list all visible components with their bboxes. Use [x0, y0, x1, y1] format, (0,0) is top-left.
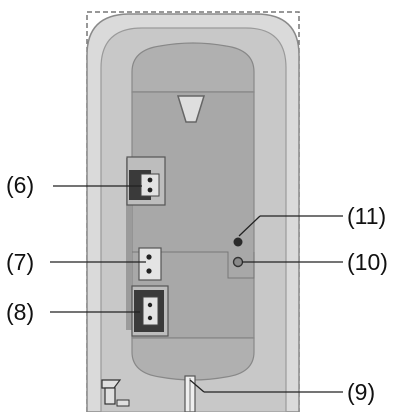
connector-7-pin [146, 254, 152, 260]
connector-7-pin [146, 268, 152, 274]
connector-8-socket [142, 296, 159, 326]
connector-6-pin [147, 177, 153, 183]
connector-7 [138, 247, 162, 281]
control-plate [132, 251, 255, 279]
leader-line-9 [189, 379, 205, 393]
connector-8-pin [147, 302, 153, 308]
callout-6: (6) [6, 172, 34, 198]
callout-9: (9) [347, 379, 375, 405]
leader-lines [50, 185, 343, 393]
callout-8: (8) [6, 299, 34, 325]
bracket-icon [101, 379, 130, 407]
callout-7: (7) [6, 249, 34, 275]
funnel-icon [176, 95, 206, 123]
indicator-10 [232, 256, 244, 268]
bracket-foot [104, 387, 116, 405]
callout-10: (10) [347, 249, 388, 275]
tank [131, 42, 255, 381]
connector-8-pin [147, 315, 153, 321]
connector-6-pin [147, 187, 153, 193]
connector-6-socket [140, 173, 160, 197]
connector-7-body [138, 247, 162, 281]
connector-6 [126, 156, 166, 206]
indicator-11 [233, 237, 243, 247]
bracket-tab [116, 399, 130, 407]
tank-bottom-dome [131, 337, 255, 381]
callout-11: (11) [347, 203, 386, 229]
drain-tube [184, 375, 196, 412]
tank-top-dome [131, 42, 255, 93]
connector-8 [131, 285, 169, 337]
leader-line-11 [238, 215, 261, 237]
